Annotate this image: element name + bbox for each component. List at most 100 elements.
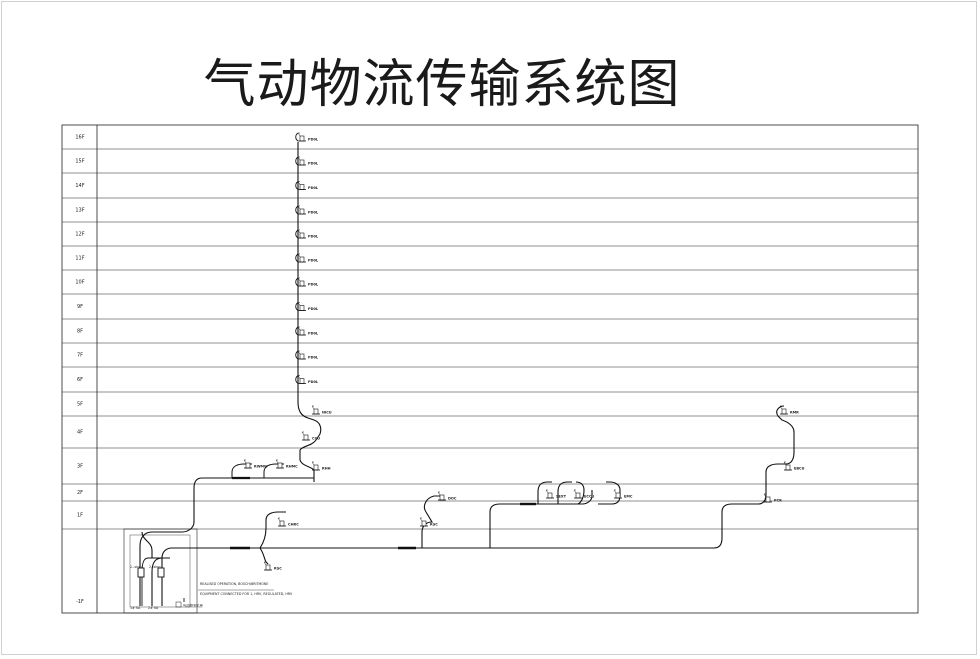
- bottom-b-label: 2# SA: [148, 606, 159, 610]
- station-arrow-icon: [545, 489, 549, 494]
- station-icon: [277, 462, 283, 469]
- station-label: PD0L: [308, 332, 319, 336]
- station-icon: [303, 434, 309, 441]
- machine-room-box: [123, 528, 198, 614]
- station-icon: [279, 520, 285, 527]
- station-arrow-icon: [297, 326, 301, 331]
- riser-bend: [295, 132, 299, 142]
- station-arrow-icon: [779, 405, 783, 410]
- station-label: RHMC: [286, 465, 298, 469]
- floor-label: 9F: [77, 304, 83, 310]
- station-label: PD0L: [308, 380, 319, 384]
- floor-label: 1F: [77, 513, 83, 519]
- floor-label: 8F: [77, 329, 83, 335]
- station-icon: [299, 305, 305, 311]
- station-s3f-a: RWMW: [243, 459, 268, 469]
- station-label: RMR: [790, 411, 799, 415]
- floor-label: 15F: [75, 159, 84, 165]
- floor-label: 13F: [75, 208, 84, 214]
- station-arrow-icon: [297, 350, 301, 355]
- station-arrow-icon: [311, 461, 315, 466]
- station-label: EMC: [624, 495, 633, 499]
- station-arrow-icon: [573, 489, 577, 494]
- station-label: PD0L: [308, 211, 319, 215]
- blower-right-label: 2--stop: [149, 565, 161, 569]
- station-icon: [299, 232, 305, 239]
- floor-labels: 16F15F14F13F12F11F10F9F8F7F6F5F4F3F2F1F-…: [75, 135, 84, 605]
- station-arrow-icon: [297, 253, 301, 258]
- floor-label: -1F: [76, 599, 84, 605]
- station-s1f-a: CHRC: [277, 517, 299, 527]
- machine-room-inner: [129, 534, 191, 608]
- station-arrow-icon: [275, 459, 279, 464]
- riser-bend: [295, 302, 299, 311]
- floor-label: 10F: [75, 280, 84, 286]
- station-arrow-icon: [783, 461, 787, 466]
- station-icon: [547, 492, 553, 499]
- station-s5f: NICU: [311, 405, 332, 415]
- station-arrow-icon: [297, 229, 301, 234]
- station-icon: [299, 378, 305, 384]
- station-icon: [785, 464, 791, 471]
- station-label: PD0L: [308, 138, 319, 142]
- station-s2f-a: DOC: [437, 491, 457, 501]
- main-trunk: [141, 405, 795, 606]
- station-icon: [421, 520, 427, 527]
- station-s1f-b: RSC: [419, 517, 438, 527]
- station-label: CCU: [312, 437, 320, 441]
- station-label: CHRC: [288, 523, 299, 527]
- station-arrow-icon: [297, 181, 301, 185]
- station-icon: [313, 464, 319, 471]
- station-arrow-icon: [297, 132, 301, 137]
- branch-3f: [231, 463, 284, 480]
- riser-bend: [295, 205, 299, 215]
- floor-label: 12F: [75, 232, 84, 238]
- station-label: PD0L: [308, 356, 319, 360]
- station-label: PD0L: [308, 186, 319, 190]
- floor-label: 7F: [77, 353, 83, 359]
- riser-station: PD0L: [297, 375, 319, 384]
- station-label: EBCU: [794, 467, 805, 471]
- station-arrow-icon: [763, 493, 767, 498]
- station-s3f-b: RHMC: [275, 459, 298, 469]
- station-label: RWMW: [254, 465, 268, 469]
- riser-bend: [295, 156, 299, 166]
- floor-label: 6F: [77, 377, 83, 383]
- station-arrow-icon: [263, 561, 267, 566]
- station-icon: [299, 184, 305, 190]
- station-s3f-main: RHH: [311, 461, 331, 471]
- floor-label: 16F: [75, 135, 84, 141]
- riser-station: PD0L: [297, 350, 319, 360]
- riser-station: PD0L: [297, 132, 319, 142]
- station-arrow-icon: [297, 375, 301, 379]
- station-arrow-icon: [419, 517, 423, 522]
- station-label: RHH: [322, 467, 331, 471]
- station-arrow-icon: [277, 517, 281, 522]
- riser-station: PD0L: [297, 326, 319, 336]
- station-icon: [313, 408, 319, 415]
- station-arrow-icon: [243, 459, 247, 464]
- blower-left-label: 2--stop: [130, 565, 142, 569]
- station-arrow-icon: [613, 489, 617, 494]
- floor-label: 14F: [75, 183, 84, 189]
- station-icon: [299, 329, 305, 336]
- station-label: PD0L: [308, 259, 319, 263]
- riser-bend: [295, 350, 299, 360]
- station-right-3f: EBCU: [783, 461, 805, 471]
- floor-label: 5F: [77, 402, 83, 408]
- station-arrow-icon: [297, 302, 301, 306]
- station-right-2f: PCR: [763, 493, 782, 503]
- riser-station: PD0L: [297, 302, 319, 311]
- station-icon: [299, 159, 305, 166]
- riser-bend: [295, 277, 299, 287]
- note-line-2: EQUIPMENT CONNECTED FOR 1, HRV, REGULATE…: [200, 592, 293, 596]
- riser-station: PD0L: [297, 156, 319, 166]
- diagram-frame: [61, 124, 919, 614]
- riser-bend: [295, 253, 299, 263]
- riser-bend: [295, 326, 299, 336]
- bottom-a-label: 1# SA: [130, 606, 141, 610]
- station-label: RSC: [430, 523, 438, 527]
- station-icon: [299, 135, 305, 142]
- station-arrow-icon: [437, 491, 441, 496]
